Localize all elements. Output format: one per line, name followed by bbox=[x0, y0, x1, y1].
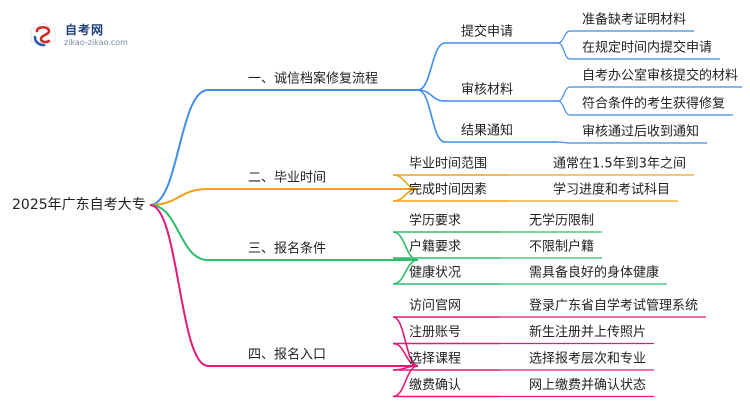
leaf-node: 网上缴费并确认状态 bbox=[529, 378, 646, 393]
branch-link bbox=[149, 204, 209, 367]
sub-branch-link bbox=[417, 89, 446, 143]
sub-branch-node: 提交申请 bbox=[461, 24, 513, 40]
sub-branch-node: 毕业时间范围 bbox=[409, 157, 487, 172]
sub-branch-node: 审核材料 bbox=[461, 83, 513, 98]
site-logo: 自考网 zikao-zikao.com bbox=[28, 18, 143, 52]
leaf-node: 在规定时间内提交申请 bbox=[582, 40, 712, 56]
leaf-node: 符合条件的考生获得修复 bbox=[582, 96, 725, 112]
leaf-node: 无学历限制 bbox=[529, 213, 594, 229]
logo-url: zikao-zikao.com bbox=[64, 38, 128, 47]
sub-branch-node: 完成时间因素 bbox=[409, 183, 487, 198]
leaf-node: 新生注册并上传照片 bbox=[529, 324, 646, 340]
leaf-link bbox=[557, 100, 571, 116]
leaf-node: 需具备良好的身体健康 bbox=[529, 265, 659, 281]
branch-node: 一、诚信档案修复流程 bbox=[248, 72, 378, 87]
sub-branch-node: 访问官网 bbox=[409, 298, 461, 314]
leaf-node: 登录广东省自学考试管理系统 bbox=[529, 298, 698, 314]
sub-branch-node: 户籍要求 bbox=[409, 239, 461, 255]
sub-branch-node: 结果通知 bbox=[461, 123, 513, 139]
leaf-node: 审核通过后收到通知 bbox=[582, 124, 699, 140]
leaf-node: 选择报考层次和专业 bbox=[529, 351, 646, 367]
branch-node: 二、毕业时间 bbox=[248, 171, 326, 186]
sub-branch-node: 注册账号 bbox=[409, 325, 461, 340]
leaf-link bbox=[557, 141, 571, 144]
sub-branch-node: 选择课程 bbox=[409, 352, 461, 367]
logo-name: 自考网 bbox=[65, 23, 105, 37]
sub-branch-link bbox=[417, 42, 446, 91]
logo-mark-icon bbox=[30, 22, 56, 48]
leaf-node: 通常在1.5年到3年之间 bbox=[553, 157, 686, 172]
branch-link bbox=[149, 89, 209, 206]
sub-branch-node: 健康状况 bbox=[409, 265, 461, 281]
leaf-link bbox=[557, 30, 571, 44]
leaf-link bbox=[557, 42, 571, 60]
sub-branch-link bbox=[392, 316, 419, 367]
leaf-link bbox=[557, 86, 571, 102]
branch-link bbox=[149, 204, 209, 261]
sub-branch-node: 缴费确认 bbox=[409, 378, 461, 393]
sub-branch-node: 学历要求 bbox=[409, 213, 461, 229]
leaf-node: 学习进度和考试科目 bbox=[553, 182, 670, 198]
sub-branch-link bbox=[392, 365, 419, 398]
mind-map-links bbox=[149, 30, 742, 398]
branch-node: 三、报名条件 bbox=[248, 241, 326, 257]
branch-link bbox=[149, 188, 209, 206]
leaf-node: 不限制户籍 bbox=[529, 239, 594, 255]
leaf-node: 自考办公室审核提交的材料 bbox=[582, 68, 738, 84]
root-node: 2025年广东自考大专 bbox=[12, 197, 146, 213]
leaf-node: 准备缺考证明材料 bbox=[582, 12, 686, 28]
mind-map-nodes: 2025年广东自考大专 一、诚信档案修复流程 提交申请 准备缺考证明材料在规定时间内提… bbox=[12, 12, 738, 394]
branch-node: 四、报名入口 bbox=[248, 347, 326, 363]
